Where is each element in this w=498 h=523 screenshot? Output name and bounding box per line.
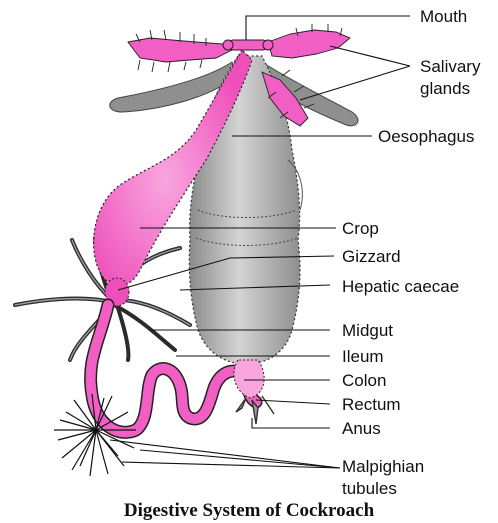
label-ileum: Ileum bbox=[342, 347, 384, 366]
label-salivary-2: glands bbox=[420, 79, 470, 98]
label-malpighian-2: tubules bbox=[342, 479, 397, 498]
label-oesophagus: Oesophagus bbox=[378, 127, 474, 146]
mouth-part-left bbox=[223, 40, 233, 50]
label-mouth: Mouth bbox=[420, 7, 467, 26]
label-hepatic-caecae: Hepatic caecae bbox=[342, 277, 459, 296]
label-anus: Anus bbox=[342, 419, 381, 438]
mouth-part bbox=[230, 40, 266, 50]
mouth-part-right bbox=[263, 40, 273, 50]
label-rectum: Rectum bbox=[342, 395, 401, 414]
label-midgut: Midgut bbox=[342, 321, 393, 340]
label-malpighian-1: Malpighian bbox=[342, 457, 424, 476]
label-gizzard: Gizzard bbox=[342, 247, 401, 266]
label-crop: Crop bbox=[342, 219, 379, 238]
rectum bbox=[234, 360, 264, 398]
label-colon: Colon bbox=[342, 371, 386, 390]
label-salivary-1: Salivary bbox=[420, 57, 481, 76]
diagram-caption: Digestive System of Cockroach bbox=[124, 500, 375, 521]
